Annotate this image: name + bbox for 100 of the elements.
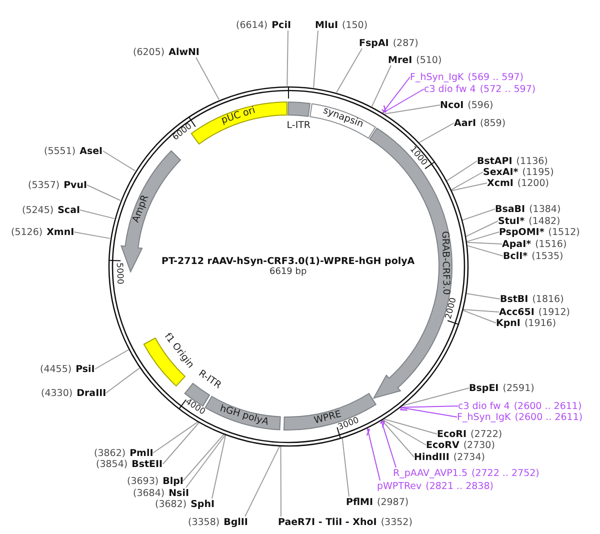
leader-line [462,309,500,312]
site-position: (3684) [133,488,165,498]
leader-line [399,406,458,408]
enzyme-name: MluI [315,20,338,30]
leader-line [106,368,140,394]
primer-range: (572 .. 597) [480,84,536,94]
site-position: (510) [416,54,442,66]
site-position: (3358) [188,516,220,528]
leader-line [401,388,470,406]
primer-name: F_hSyn_IgK [410,72,464,82]
enzyme-name: BclI* [503,250,528,262]
site-position: (5357) [28,180,60,190]
site-position: (5551) [44,146,76,156]
enzyme-name: SphI [190,498,215,510]
leader-line [371,65,392,108]
leader-line [244,445,280,517]
scale-label: 2000 [445,296,460,320]
leader-line [382,418,438,434]
site-position: (1482) [528,216,560,226]
leader-line [162,422,200,464]
primer-name: c3 dio fw 4 [424,84,476,94]
enzyme-name: EcoRV [426,440,460,450]
site-position: (1384) [529,204,561,214]
enzyme-name: FspAI [359,38,389,48]
feature-label: AmpR [132,194,152,224]
site-position: (1512) [548,226,580,238]
site-position: (3352) [380,516,412,528]
primer-name: pWPTRev [377,480,422,492]
enzyme-name: SexAI* [483,166,518,178]
site-position: (3682) [155,498,187,510]
leader-line [313,30,318,88]
leader-line [94,349,129,370]
site-position: (2591) [502,382,534,394]
feature-label: pUC ori [220,106,257,127]
leader-line [466,292,500,300]
leader-line [382,76,410,114]
feature-label: hGH polyA [218,404,270,428]
site-position: (2730) [463,440,495,450]
leader-line [336,48,362,93]
enzyme-name: ScaI [58,204,80,216]
site-position: (1136) [516,156,548,166]
site-position: (1916) [524,318,556,328]
enzyme-name: HindIII [414,452,450,462]
site-position: (2734) [453,452,485,462]
enzyme-name: AseI [80,146,103,156]
leader-line [418,122,454,143]
enzyme-name: PsiI [76,364,95,374]
leader-line [381,419,414,458]
enzyme-name: PspOMI* [499,226,544,238]
enzyme-name: AarI [454,118,476,128]
enzyme-name: BsaBI [495,204,526,214]
primer-range: (569 .. 597) [468,72,524,82]
site-position: (1912) [538,306,570,318]
site-position: (2987) [377,496,409,508]
enzyme-name: MreI [388,54,412,66]
enzyme-name: PflMI [346,496,373,508]
enzyme-name: BstEII [132,458,163,470]
site-position: (4330) [41,388,73,398]
site-position: (1535) [532,250,564,262]
site-position: (4455) [40,364,72,374]
leader-line [384,104,440,114]
enzyme-name: PvuI [64,180,88,190]
enzyme-name: KpnI [496,318,520,328]
scale-label: 5000 [113,262,124,284]
enzyme-name: EcoRI [437,428,466,440]
site-position: (1195) [522,166,554,178]
enzyme-name: NsiI [168,488,189,498]
enzyme-name: StuI* [498,216,525,226]
leader-line [382,419,426,446]
leader-line [399,406,458,418]
site-position: (1816) [532,294,564,304]
leader-line [465,220,498,238]
site-position: (3862) [94,448,126,458]
site-position: (287) [392,38,418,48]
enzyme-name: XmnI [46,226,74,238]
site-position: (6205) [133,46,165,58]
primer-range: (2600 .. 2611) [514,400,582,412]
primer-name: R_pAAV_AVP1.5 [393,468,468,478]
enzyme-name: Acc65I [499,306,534,318]
primer-name: c3 dio fw 4 [458,400,510,412]
primer-range: (2821 .. 2838) [426,480,494,492]
plasmid-size: 6619 bp [270,267,307,278]
leader-line [186,434,226,488]
site-position: (5245) [22,204,54,216]
leader-line [451,182,488,192]
leader-line [80,210,115,220]
leader-line [462,310,496,324]
leader-line [74,232,110,239]
leader-line [286,30,288,86]
leader-line [466,242,502,244]
site-position: (2722) [470,428,502,440]
enzyme-name: BlpI [162,476,184,486]
leader-line [382,88,424,114]
leader-line [466,245,504,256]
leader-line [212,434,226,499]
enzyme-name: AlwNI [168,46,200,58]
enzyme-name: PaeR7I - TliI - XhoI [278,516,377,528]
primer-name: F_hSyn_IgK [457,412,511,422]
leader-line [446,160,478,182]
leader-line [280,446,282,517]
